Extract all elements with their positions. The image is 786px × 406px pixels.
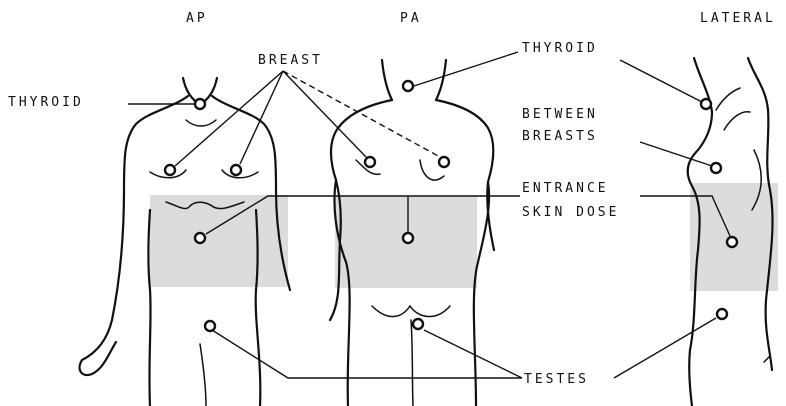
testes-label: TESTES — [524, 372, 589, 387]
pa-abdomen-dosimeter — [403, 233, 413, 243]
ap-right-breast-dosimeter — [165, 165, 175, 175]
thyroid-label-ap: THYROID — [8, 95, 84, 110]
lateral-abdomen-dosimeter — [727, 237, 737, 247]
ap-abdomen-dosimeter — [195, 233, 205, 243]
view-label-lateral: LATERAL — [700, 11, 776, 26]
pa-testes-dosimeter — [413, 319, 423, 329]
view-label-ap: AP — [186, 11, 208, 26]
entrance-skin-dose-label-line2: SKIN DOSE — [522, 205, 619, 220]
between-breasts-label-line1: BETWEEN — [522, 107, 598, 122]
lateral-testes-dosimeter — [717, 309, 727, 319]
entrance-skin-dose-label-line1: ENTRANCE — [522, 181, 609, 196]
breast-label: BREAST — [258, 53, 323, 68]
between-breasts-label-line2: BREASTS — [522, 129, 598, 144]
ap-thyroid-dosimeter — [195, 99, 205, 109]
pa-thyroid-dosimeter — [403, 81, 413, 91]
ap-testes-dosimeter — [205, 321, 215, 331]
pa-right-breast-dosimeter — [365, 157, 375, 167]
ap-left-breast-dosimeter — [231, 165, 241, 175]
thyroid-label-pa-lateral: THYROID — [522, 41, 598, 56]
pa-left-breast-dosimeter — [439, 157, 449, 167]
lateral-breasts-dosimeter — [711, 163, 721, 173]
view-label-pa: PA — [400, 11, 422, 26]
lateral-thyroid-dosimeter — [701, 99, 711, 109]
